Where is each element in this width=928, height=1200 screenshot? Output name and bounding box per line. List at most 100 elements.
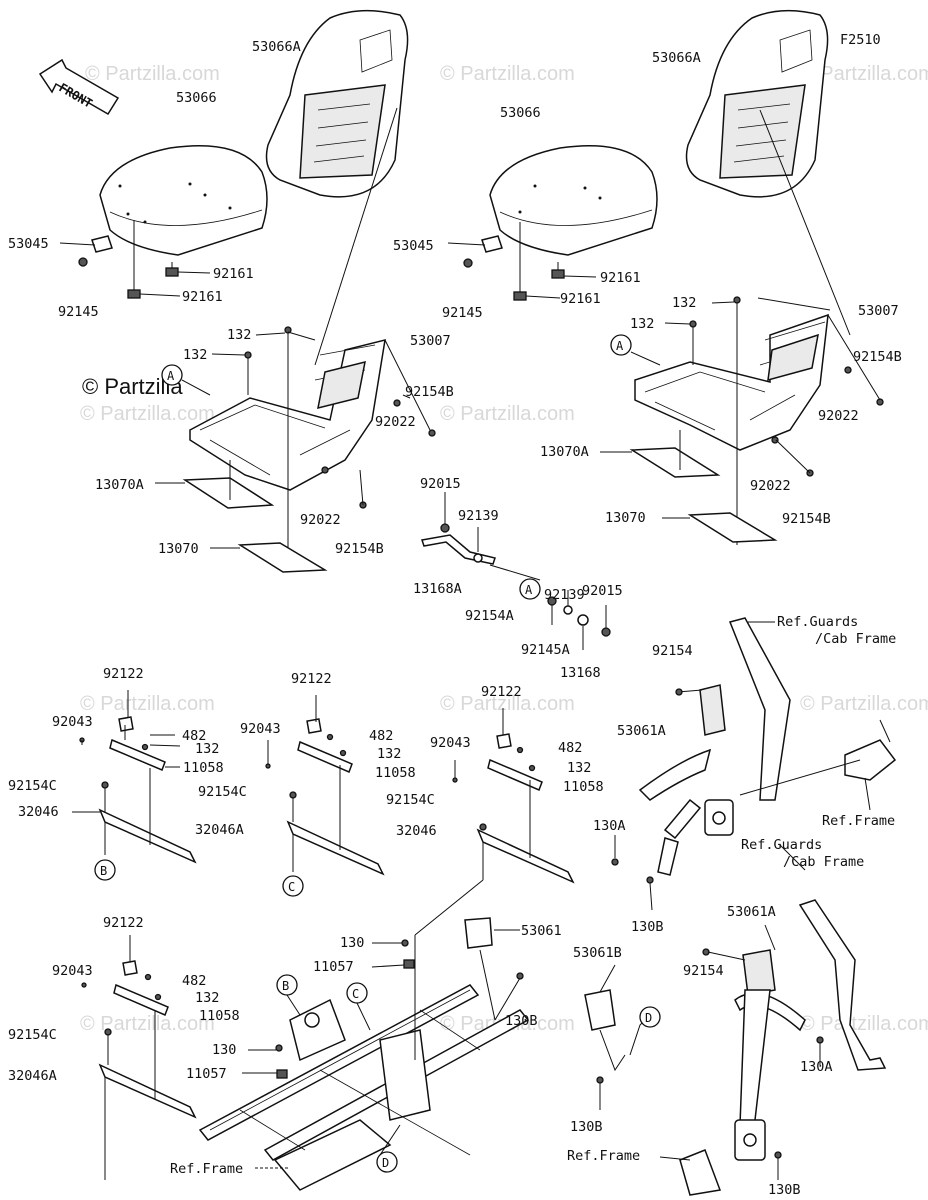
label-482-r3: 482: [558, 740, 582, 756]
label-130A-a: 130A: [593, 818, 626, 834]
label-132-r2: 132: [377, 746, 401, 762]
left-seat-cushion: [99, 145, 268, 256]
label-92015-a: 92015: [420, 476, 461, 492]
frame-callout-d: [376, 1151, 398, 1173]
label-53066A-right: 53066A: [652, 50, 701, 66]
label-482-r2: 482: [369, 728, 393, 744]
label-53045-left: 53045: [8, 236, 49, 252]
right-seat-group: [447, 9, 884, 545]
label-130B-d: 130B: [768, 1182, 801, 1198]
label-92154B-right-a: 92154B: [853, 349, 902, 365]
left-92161-a: [165, 267, 179, 277]
label-92043-r2: 92043: [240, 721, 281, 737]
right-rail-13070: [687, 512, 778, 543]
label-92122-r4: 92122: [103, 915, 144, 931]
label-92154B-right-b: 92154B: [782, 511, 831, 527]
label-92154-lower: 92154: [683, 963, 724, 979]
label-92043-r3: 92043: [430, 735, 471, 751]
label-130A-b: 130A: [800, 1059, 833, 1075]
label-132-r1: 132: [195, 741, 219, 757]
slide-rails-group: [72, 690, 575, 1180]
label-92161-left-a: 92161: [213, 266, 254, 282]
label-92154B-left-a: 92154B: [405, 384, 454, 400]
watermark: © Partzilla.com: [800, 1013, 928, 1035]
watermark: © Partzilla.com: [440, 403, 575, 425]
label-92161-left-b: 92161: [182, 289, 223, 305]
label-ref-guards-upper-1: Ref.Guards: [777, 614, 858, 630]
right-seat-frame: [634, 313, 829, 451]
callout-b-frame: B: [282, 979, 289, 993]
frame-bracket-b: [289, 998, 346, 1062]
left-rail-13070: [237, 542, 328, 573]
watermark: © Partzilla.com: [80, 403, 215, 425]
label-132-r3: 132: [567, 760, 591, 776]
label-53061: 53061: [521, 923, 562, 939]
callout-a-linkage: A: [525, 583, 533, 597]
callout-a-left: A: [167, 369, 175, 383]
left-rail-13070A: [182, 477, 275, 509]
floor-frame-group: [198, 935, 530, 1191]
right-92161-b: [513, 291, 527, 301]
label-92154C-r1: 92154C: [8, 778, 57, 794]
rail1-callout-b: [94, 859, 116, 881]
label-92161-right-a: 92161: [600, 270, 641, 286]
frame-bracket-ref: [844, 739, 897, 781]
rail2-slider: [297, 740, 353, 774]
label-ref-frame-right: Ref.Frame: [822, 813, 895, 829]
rail2-32046A: [286, 820, 385, 876]
label-92122-r2: 92122: [291, 671, 332, 687]
linkage-group: [421, 492, 611, 650]
label-130-a: 130: [340, 935, 364, 951]
watermark: © Partzilla.com: [80, 1013, 215, 1035]
linkage-rod-13168A: [421, 534, 496, 565]
watermark: © Partzilla.com: [440, 63, 575, 85]
label-92022-right-a: 92022: [818, 408, 859, 424]
label-92161-right-b: 92161: [560, 291, 601, 307]
left-seat-callout-a: [161, 364, 183, 386]
label-ref-frame-bottom: Ref.Frame: [170, 1161, 243, 1177]
label-32046A-r2: 32046A: [195, 822, 244, 838]
label-92154A: 92154A: [465, 608, 514, 624]
label-92154-upper: 92154: [652, 643, 693, 659]
label-132-right-b: 132: [630, 316, 654, 332]
label-13070-right: 13070: [605, 510, 646, 526]
label-53045-right: 53045: [393, 238, 434, 254]
label-53066-right: 53066: [500, 105, 541, 121]
label-130B-a: 130B: [505, 1013, 538, 1029]
label-ref-guards-lower-1: Ref.Guards: [741, 837, 822, 853]
label-11057-a: 11057: [313, 959, 354, 975]
right-seat-callout-a: [610, 334, 632, 356]
label-92145-left: 92145: [58, 304, 99, 320]
buckle-53061B: [584, 989, 616, 1031]
callout-b-r1: B: [100, 864, 107, 878]
watermark: © Partzilla.com: [80, 693, 215, 715]
label-11058-r3: 11058: [563, 779, 604, 795]
label-53066A-left: 53066A: [252, 39, 301, 55]
linkage-callout-a: [519, 578, 541, 600]
rail1-32046: [98, 808, 197, 864]
label-92139-a: 92139: [458, 508, 499, 524]
belt-53061A-lower: [798, 899, 887, 1071]
right-seat-latch: [481, 235, 503, 253]
label-92154C-r2: 92154C: [198, 784, 247, 800]
callout-d-frame: D: [382, 1156, 389, 1170]
callout-c-frame: C: [352, 987, 359, 1001]
rail4-32046A: [98, 1063, 197, 1119]
label-32046-r3: 32046: [396, 823, 437, 839]
watermarks: © Partzilla.com © Partzilla.com © Partzi…: [80, 63, 928, 1035]
label-132-right-a: 132: [672, 295, 696, 311]
label-92043-r1: 92043: [52, 714, 93, 730]
rail3-slider: [487, 758, 543, 792]
label-92122-r3: 92122: [481, 684, 522, 700]
label-92022-left-b: 92022: [300, 512, 341, 528]
left-92161-b: [127, 289, 141, 299]
seatbelt-group: [464, 617, 897, 1196]
label-92022-right-b: 92022: [750, 478, 791, 494]
label-11058-r1: 11058: [183, 760, 224, 776]
rail2-callout-c: [282, 875, 304, 897]
belt-53061A-upper: [728, 617, 791, 801]
label-13168: 13168: [560, 665, 601, 681]
watermark: © Partzilla.com: [440, 693, 575, 715]
